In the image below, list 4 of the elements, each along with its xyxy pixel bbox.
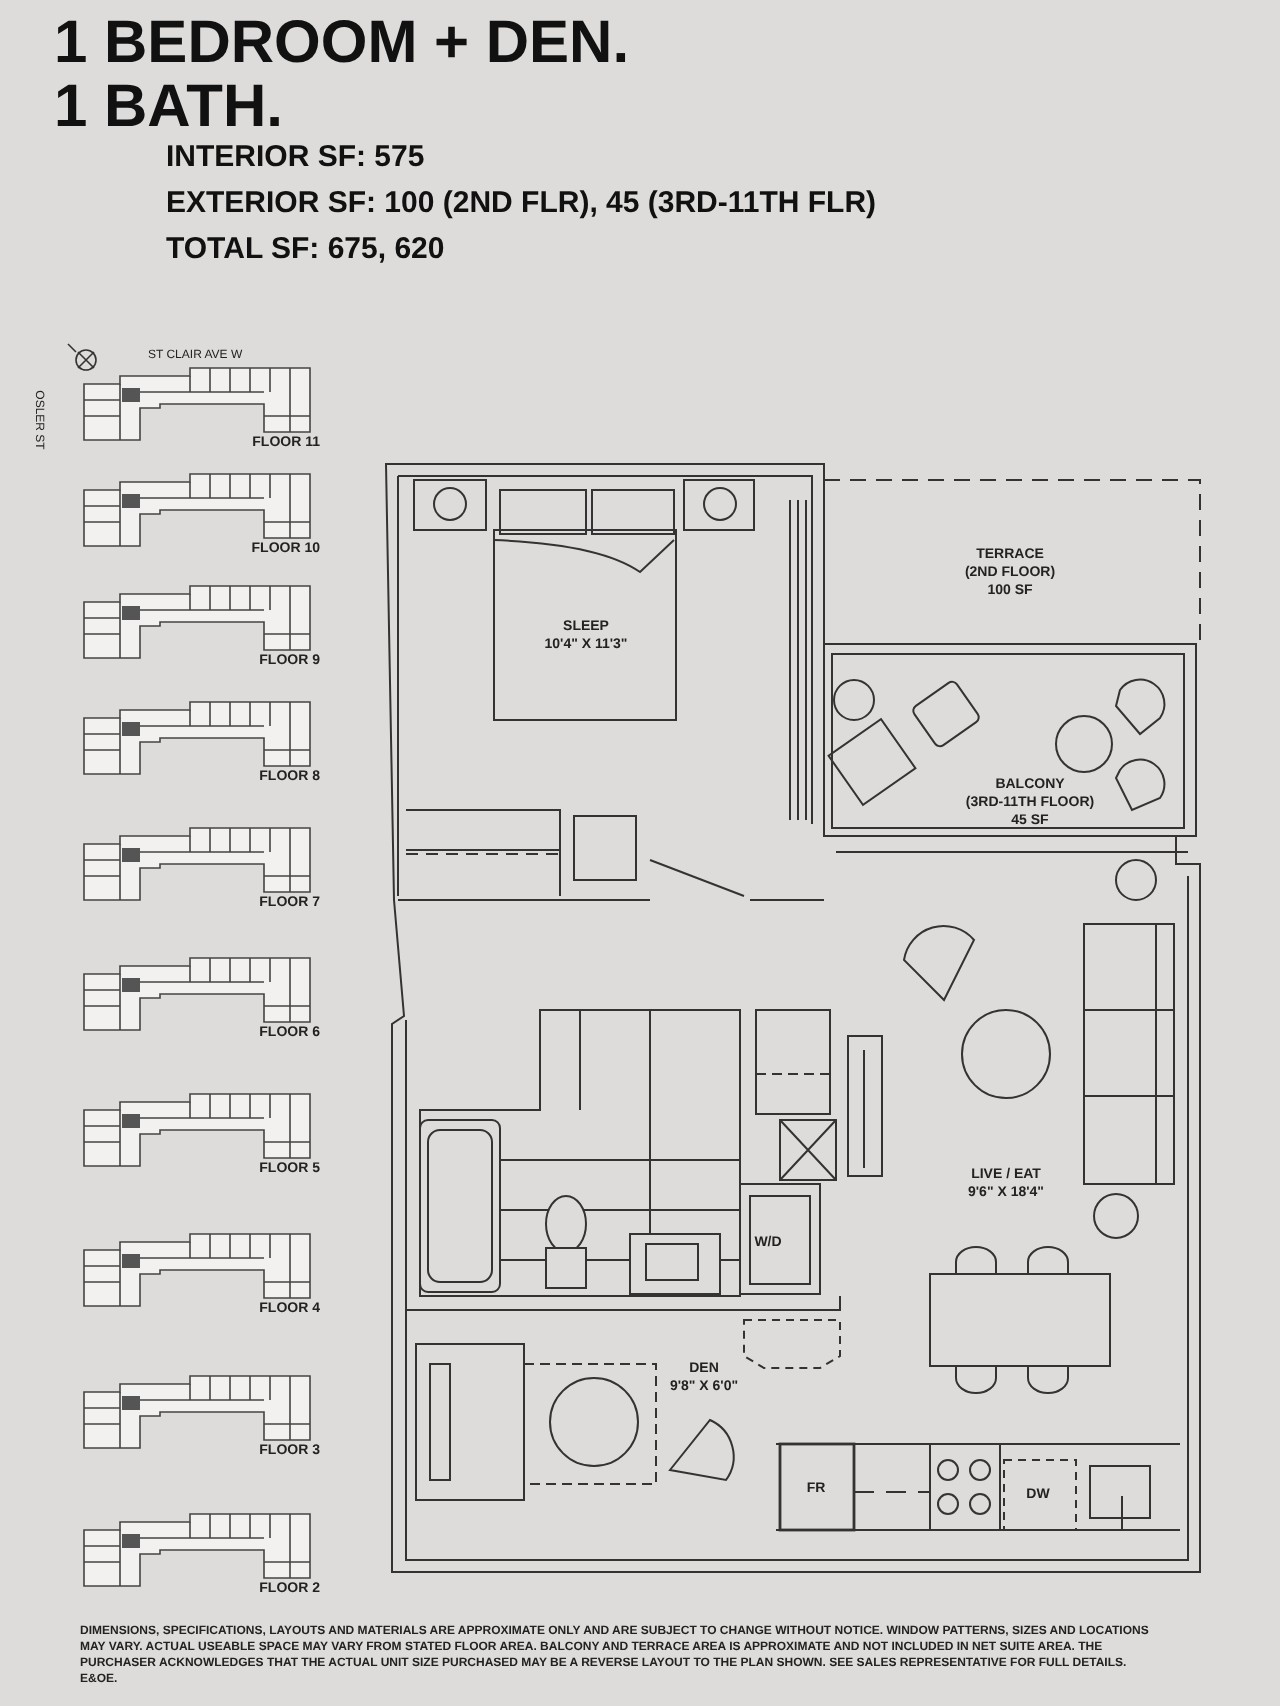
area-text: INTERIOR SF: 575 <box>166 140 425 176</box>
area-text: TOTAL SF: 675, 620 <box>166 232 445 268</box>
title: 1 BEDROOM + DEN. 1 BATH. <box>54 12 632 140</box>
area-text: EXTERIOR SF: 100 (2ND FLR), 45 (3RD-11TH FLR) <box>166 186 877 222</box>
